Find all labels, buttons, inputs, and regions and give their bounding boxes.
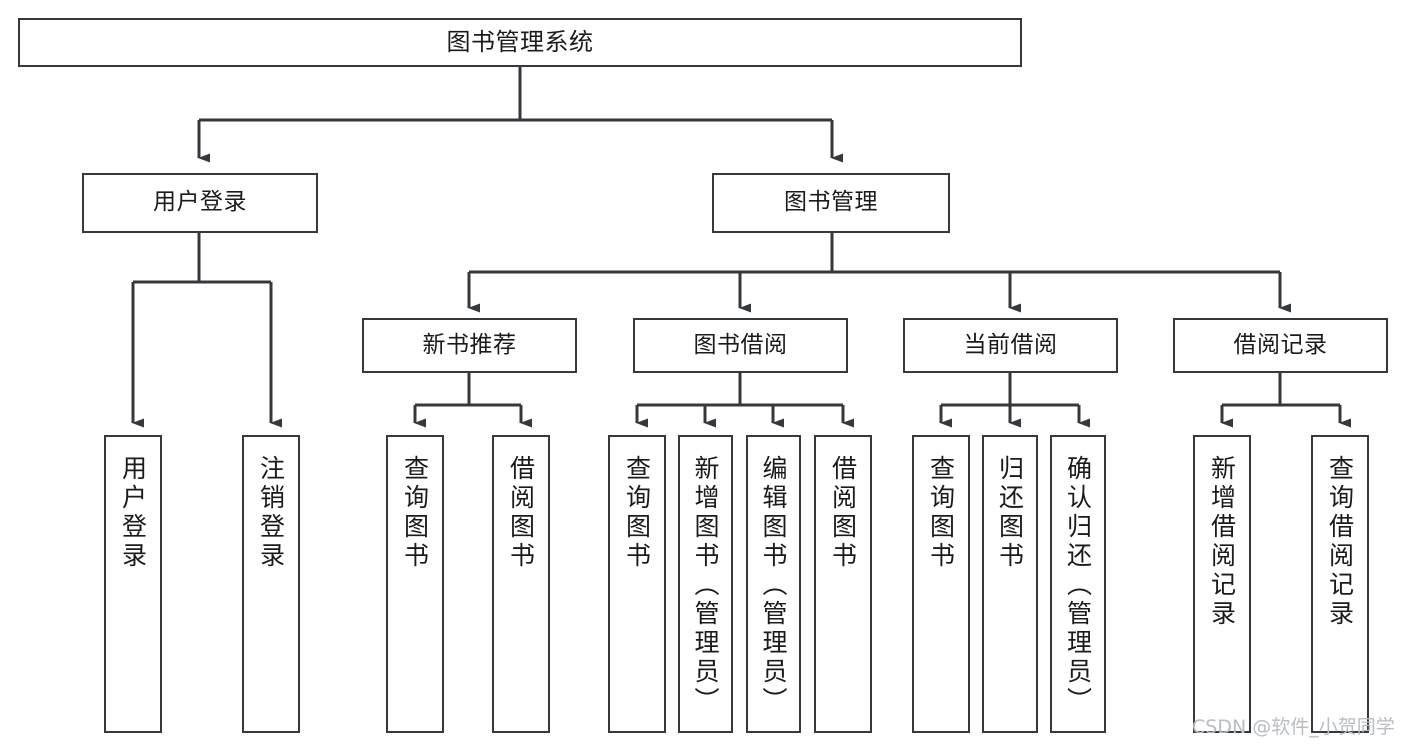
node-label: 用户登录 bbox=[118, 455, 148, 571]
leaf-logout[interactable]: 注销登录 bbox=[242, 435, 300, 733]
node-label: 新增借阅记录 bbox=[1207, 455, 1237, 629]
node-current-borrow[interactable]: 当前借阅 bbox=[903, 318, 1118, 373]
node-label: 图书借阅 bbox=[693, 331, 788, 358]
node-label: 注销登录 bbox=[256, 455, 286, 571]
node-label: 借阅图书 bbox=[506, 455, 536, 571]
node-new-book-recommendation[interactable]: 新书推荐 bbox=[362, 318, 577, 373]
node-book-management[interactable]: 图书管理 bbox=[712, 173, 950, 233]
leaf-return-book[interactable]: 归还图书 bbox=[982, 435, 1038, 733]
node-label: 查询图书 bbox=[926, 455, 956, 571]
node-label: 图书管理 bbox=[784, 189, 878, 216]
node-label: 编辑图书（管理员） bbox=[759, 455, 788, 716]
leaf-edit-book-admin[interactable]: 编辑图书（管理员） bbox=[746, 435, 801, 733]
watermark: CSDN @软件_小贺同学 bbox=[1192, 716, 1395, 738]
leaf-user-login[interactable]: 用户登录 bbox=[104, 435, 162, 733]
node-label: 新增图书（管理员） bbox=[691, 455, 720, 716]
node-user-login[interactable]: 用户登录 bbox=[82, 173, 318, 233]
leaf-add-book-admin[interactable]: 新增图书（管理员） bbox=[678, 435, 733, 733]
node-label: 查询图书 bbox=[622, 455, 652, 571]
node-label: 用户登录 bbox=[153, 189, 247, 216]
node-label: 当前借阅 bbox=[963, 331, 1058, 358]
leaf-recommend-borrow-book[interactable]: 借阅图书 bbox=[492, 435, 550, 733]
node-label: 新书推荐 bbox=[422, 331, 517, 358]
leaf-query-borrow-record[interactable]: 查询借阅记录 bbox=[1311, 435, 1369, 733]
leaf-current-query-book[interactable]: 查询图书 bbox=[912, 435, 970, 733]
node-label: 借阅图书 bbox=[828, 455, 858, 571]
node-book-borrow[interactable]: 图书借阅 bbox=[633, 318, 848, 373]
node-label: 图书管理系统 bbox=[446, 28, 594, 57]
leaf-recommend-query-book[interactable]: 查询图书 bbox=[386, 435, 444, 733]
node-label: 查询图书 bbox=[400, 455, 430, 571]
node-label: 查询借阅记录 bbox=[1325, 455, 1355, 629]
node-label: 归还图书 bbox=[995, 455, 1025, 571]
node-borrow-record[interactable]: 借阅记录 bbox=[1173, 318, 1388, 373]
node-label: 借阅记录 bbox=[1233, 331, 1328, 358]
node-label: 确认归还（管理员） bbox=[1063, 455, 1093, 716]
leaf-borrow-borrow-book[interactable]: 借阅图书 bbox=[814, 435, 872, 733]
leaf-add-borrow-record[interactable]: 新增借阅记录 bbox=[1193, 435, 1251, 733]
node-root-book-management-system[interactable]: 图书管理系统 bbox=[18, 18, 1022, 67]
leaf-borrow-query-book[interactable]: 查询图书 bbox=[608, 435, 666, 733]
leaf-confirm-return-admin[interactable]: 确认归还（管理员） bbox=[1050, 435, 1106, 733]
